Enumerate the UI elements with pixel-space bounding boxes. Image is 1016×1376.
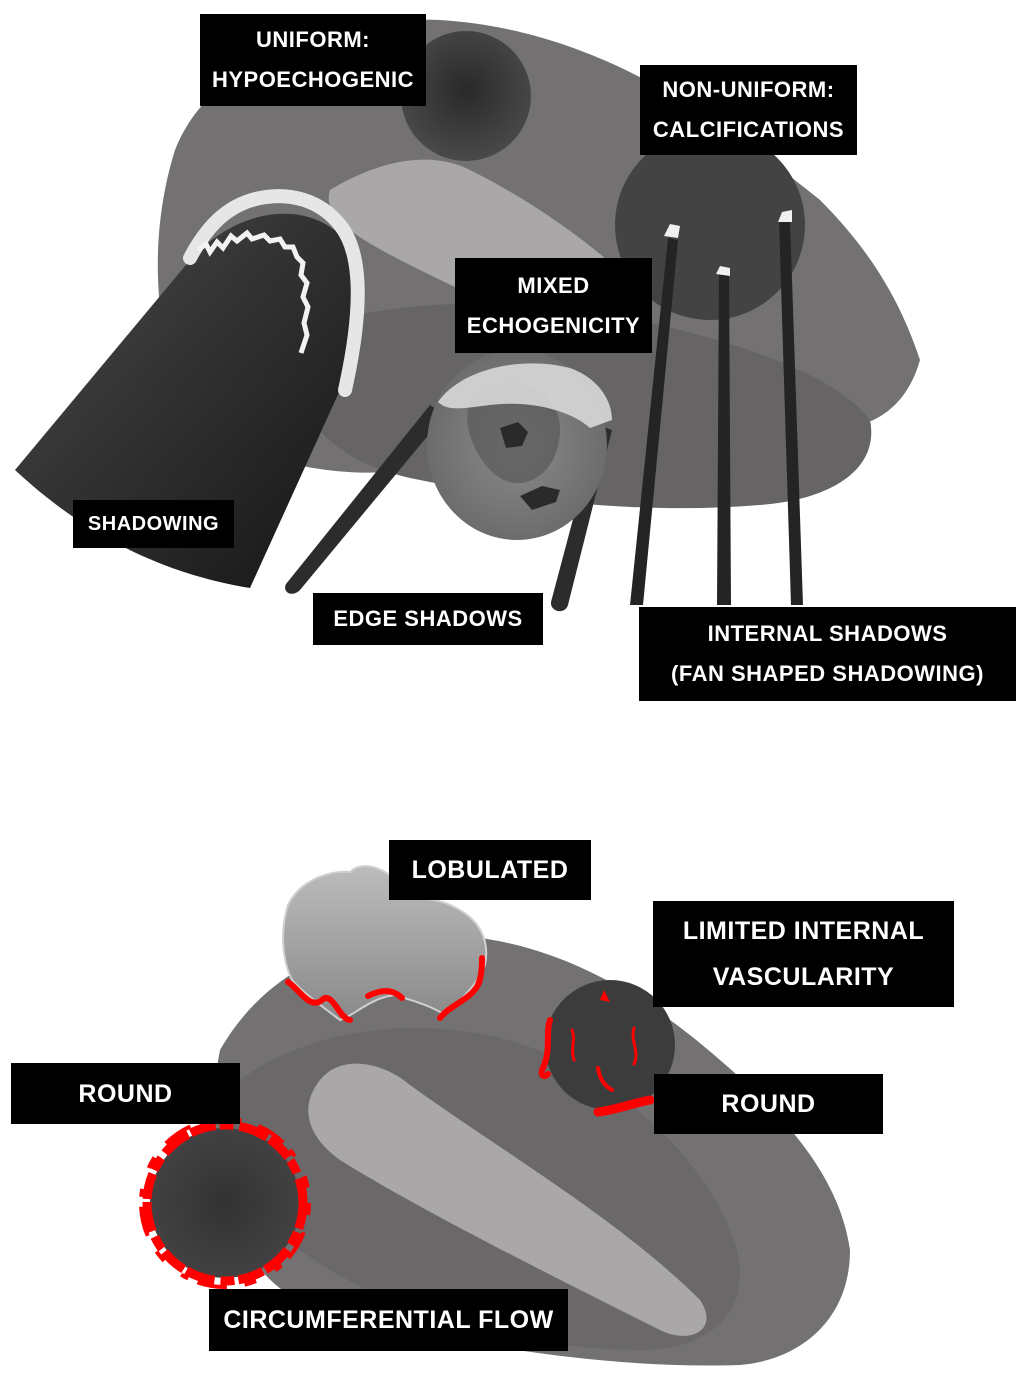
label-uniform-line2: HYPOECHOGENIC — [212, 60, 414, 100]
label-shadowing-text: SHADOWING — [88, 504, 219, 544]
label-mixed-line1: MIXED — [517, 266, 589, 306]
label-mixed-line2: ECHOGENICITY — [467, 306, 640, 346]
label-non-uniform-line2: CALCIFICATIONS — [653, 110, 844, 150]
label-edge-shadows: EDGE SHADOWS — [313, 593, 543, 645]
label-round-right: ROUND — [654, 1074, 883, 1134]
label-internal-shadows: INTERNAL SHADOWS (FAN SHAPED SHADOWING) — [639, 607, 1016, 701]
label-circumferential-flow-text: CIRCUMFERENTIAL FLOW — [223, 1297, 553, 1343]
label-internal-line2: (FAN SHAPED SHADOWING) — [671, 654, 984, 694]
label-lobulated: LOBULATED — [389, 840, 591, 900]
label-non-uniform-calcifications: NON-UNIFORM: CALCIFICATIONS — [640, 65, 857, 155]
label-mixed-echogenicity: MIXED ECHOGENICITY — [455, 258, 652, 353]
label-round-left: ROUND — [11, 1063, 240, 1124]
label-uniform-hypoechogenic: UNIFORM: HYPOECHOGENIC — [200, 14, 426, 106]
label-internal-line1: INTERNAL SHADOWS — [708, 614, 948, 654]
internal-vessel-2 — [572, 1030, 574, 1060]
label-limited-line2: VASCULARITY — [713, 954, 894, 1000]
label-uniform-line1: UNIFORM: — [256, 20, 370, 60]
internal-shadow-2 — [717, 275, 731, 605]
label-limited-internal-vascularity: LIMITED INTERNAL VASCULARITY — [653, 901, 954, 1007]
label-non-uniform-line1: NON-UNIFORM: — [662, 70, 834, 110]
label-shadowing: SHADOWING — [73, 500, 234, 548]
label-round-right-text: ROUND — [721, 1081, 815, 1127]
label-circumferential-flow: CIRCUMFERENTIAL FLOW — [209, 1289, 568, 1351]
label-edge-shadows-text: EDGE SHADOWS — [333, 599, 522, 639]
label-round-left-text: ROUND — [78, 1071, 172, 1117]
label-limited-line1: LIMITED INTERNAL — [683, 908, 924, 954]
label-lobulated-text: LOBULATED — [412, 847, 569, 893]
